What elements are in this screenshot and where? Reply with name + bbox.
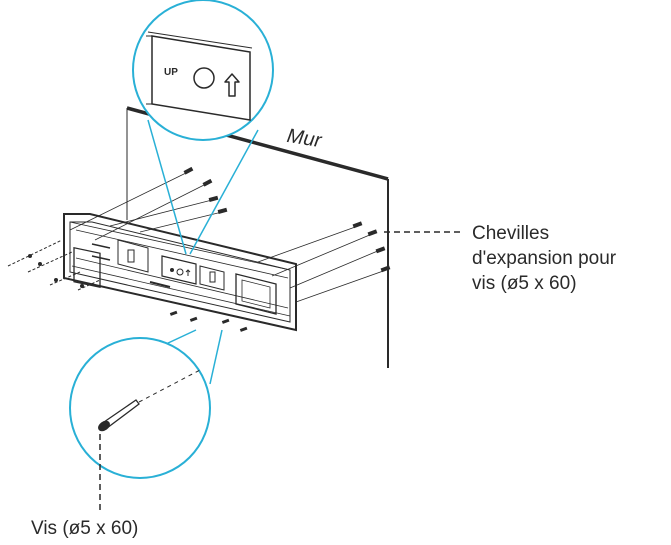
anchors-label: Chevilles d'expansion pour vis (ø5 x 60) [472, 221, 616, 296]
up-arrow-icon [224, 73, 240, 97]
up-detail-circle [132, 0, 274, 141]
bracket-center-plate [161, 255, 197, 285]
wall [126, 106, 389, 368]
up-marking-text: UP [164, 67, 178, 78]
anchors-label-line-3: vis (ø5 x 60) [472, 273, 577, 294]
wall-label: Mur [285, 124, 323, 153]
screw-label: Vis (ø5 x 60) [31, 518, 139, 539]
anchors-label-line-2: d'expansion pour [472, 248, 617, 269]
left-screw-heads [28, 254, 84, 288]
screw-detail-callout [69, 329, 223, 479]
screw-detail-circle [69, 337, 211, 479]
circle-hole-icon [193, 67, 215, 89]
up-detail-callout: UP [132, 0, 274, 255]
bracket-center-marks [170, 268, 191, 276]
mounting-bracket [63, 213, 297, 332]
bracket-outer [63, 213, 297, 332]
bottom-screws [169, 310, 248, 332]
bracket-inner [69, 221, 291, 323]
anchors-label-line-1: Chevilles [472, 223, 550, 244]
wall-anchors [183, 166, 391, 273]
